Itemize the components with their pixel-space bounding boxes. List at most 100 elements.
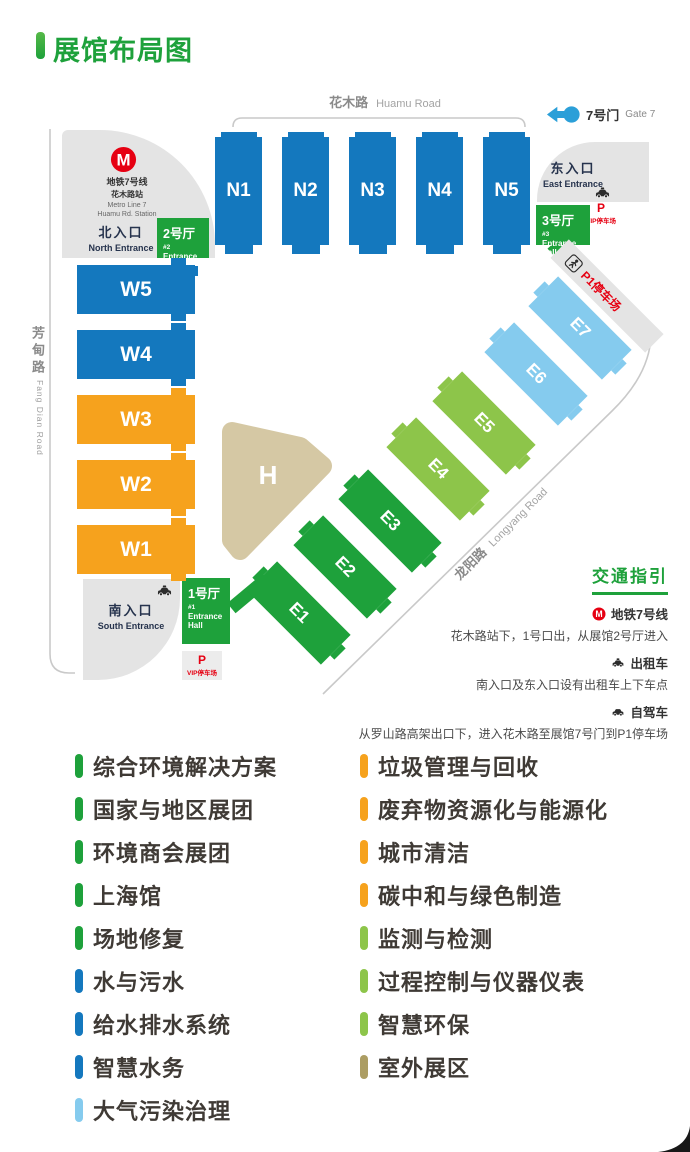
- traffic-guide-header: 出租车: [611, 653, 668, 672]
- legend-item: 环境商会展团: [75, 840, 277, 866]
- hall-label: N4: [427, 180, 452, 201]
- vip-parking-label: VIP停车场: [187, 670, 217, 678]
- legend-item-label: 大气污染治理: [93, 1099, 232, 1124]
- legend-item: 水与污水: [75, 969, 277, 995]
- vip-parking-south: P VIP停车场: [182, 651, 222, 680]
- legend-item: 场地修复: [75, 926, 277, 952]
- parking-p: P: [596, 201, 605, 215]
- metro-icon: [592, 607, 606, 621]
- hall-n1: N1: [215, 137, 262, 245]
- traffic-guide-header: 地铁7号线: [592, 604, 668, 623]
- east-entrance-zh: 东入口: [550, 161, 596, 176]
- north-entrance-en: North Entrance: [88, 243, 154, 253]
- hall2-num: #2: [163, 244, 171, 251]
- traffic-guide: 交通指引 地铁7号线 花木路站下，1号口出，从展馆2号厅进入 出租车 南入口及东…: [338, 562, 668, 742]
- hall-label: W4: [120, 342, 152, 366]
- legend-color-bar: [75, 926, 83, 950]
- legend-color-bar: [360, 926, 368, 950]
- hall-label: N5: [494, 180, 519, 201]
- hall-w5: W5: [77, 258, 195, 321]
- legend-color-bar: [360, 840, 368, 864]
- legend-item-label: 过程控制与仪器仪表: [378, 970, 586, 995]
- hall3-en: Entrance Hall: [542, 239, 577, 257]
- legend-item: 国家与地区展团: [75, 797, 277, 823]
- legend-color-bar: [75, 1012, 83, 1036]
- parking-p: P: [197, 653, 206, 667]
- legend-column-left: 综合环境解决方案 国家与地区展团 环境商会展团 上海馆 场地修复 水与污水 给水…: [75, 754, 277, 1124]
- legend-color-bar: [75, 840, 83, 864]
- hall-label: N3: [360, 180, 385, 201]
- entrance-hall-3: 3号厅 #3 Entrance Hall: [536, 205, 590, 257]
- hall-w4: W4: [77, 323, 195, 386]
- hall-h-shape: [222, 422, 332, 560]
- hall-label: E1: [285, 598, 314, 627]
- legend-color-bar: [75, 1098, 83, 1122]
- fangdian-road-en: Fang Dian Road: [35, 380, 45, 456]
- hall-n5: N5: [483, 137, 530, 245]
- legend-item-label: 国家与地区展团: [93, 798, 255, 823]
- traffic-guide-items: 地铁7号线 花木路站下，1号口出，从展馆2号厅进入 出租车 南入口及东入口设有出…: [359, 595, 668, 742]
- metro-station-zh: 花木路站: [111, 190, 143, 199]
- traffic-guide-title: 交通指引: [592, 562, 668, 595]
- legend-item-label: 城市清洁: [378, 841, 471, 866]
- taxi-icon: [156, 585, 173, 597]
- metro-logo-icon: [110, 146, 137, 173]
- legend-item-label: 垃圾管理与回收: [378, 755, 540, 780]
- legend-item: 智慧环保: [360, 1012, 608, 1038]
- traffic-guide-desc: 从罗山路高架出口下，进入花木路至展馆7号门到P1停车场: [358, 727, 668, 741]
- legend-item: 室外展区: [360, 1055, 608, 1081]
- legend-item: 智慧水务: [75, 1055, 277, 1081]
- legend-item: 综合环境解决方案: [75, 754, 277, 780]
- hall-label: N2: [293, 180, 318, 201]
- traffic-guide-item: 地铁7号线 花木路站下，1号口出，从展馆2号厅进入: [451, 604, 668, 644]
- hall-w1: W1: [77, 518, 195, 581]
- hall-label: E6: [522, 359, 551, 388]
- gate7-marker: 7号门 Gate 7: [546, 105, 655, 124]
- legend-item: 废弃物资源化与能源化: [360, 797, 608, 823]
- legend-item: 碳中和与绿色制造: [360, 883, 608, 909]
- legend-color-bar: [360, 969, 368, 993]
- traffic-guide-item: 自驾车 从罗山路高架出口下，进入花木路至展馆7号门到P1停车场: [359, 702, 668, 742]
- metro-station-label: 地铁7号线 花木路站 Metro Line 7 Huamu Rd. Statio…: [77, 175, 177, 218]
- hall-n2: N2: [282, 137, 329, 245]
- legend-color-bar: [75, 797, 83, 821]
- pedestrian-icon: [564, 253, 585, 274]
- traffic-guide-header-text: 自驾车: [630, 706, 668, 720]
- legend-item-label: 智慧水务: [93, 1056, 186, 1081]
- hall-label: E4: [424, 454, 453, 483]
- hall1-num: #1: [188, 604, 196, 611]
- legend-color-bar: [360, 754, 368, 778]
- fangdian-road-zh: 芳甸路: [30, 326, 45, 377]
- fangdian-road-line: [49, 129, 75, 674]
- south-entrance-zh: 南入口: [108, 603, 154, 618]
- huamu-road-zh: 花木路: [329, 95, 369, 110]
- traffic-guide-header-text: 地铁7号线: [611, 608, 668, 622]
- traffic-guide-header-text: 出租车: [630, 657, 668, 671]
- title-accent-bar: [36, 32, 45, 59]
- legend-item: 给水排水系统: [75, 1012, 277, 1038]
- huamu-road-label: 花木路 Huamu Road: [280, 92, 490, 111]
- legend-item-label: 智慧环保: [378, 1013, 471, 1038]
- hall-label: E5: [470, 408, 499, 437]
- hall-w2: W2: [77, 453, 195, 516]
- hall-w3: W3: [77, 388, 195, 451]
- car-icon: [611, 705, 625, 719]
- legend-color-bar: [75, 883, 83, 907]
- gate-arrow-icon: [546, 105, 580, 124]
- legend-item-label: 碳中和与绿色制造: [378, 884, 563, 909]
- legend-item-label: 监测与检测: [378, 927, 494, 952]
- vip-parking-label: VIP停车场: [586, 218, 616, 226]
- gate7-label-zh: 7号门: [586, 108, 620, 123]
- taxi-icon: [594, 187, 611, 199]
- legend-color-bar: [75, 969, 83, 993]
- hall-n4: N4: [416, 137, 463, 245]
- south-entrance-label: 南入口 South Entrance: [81, 600, 181, 631]
- hall-n3: N3: [349, 137, 396, 245]
- entrance-hall-1: 1号厅 #1 Entrance Hall: [182, 578, 230, 644]
- huamu-road-en: Huamu Road: [376, 98, 441, 110]
- hall-label: W2: [120, 472, 152, 496]
- legend-item: 垃圾管理与回收: [360, 754, 608, 780]
- legend-color-bar: [360, 797, 368, 821]
- entrance-hall-2: 2号厅 #2 Entrance Hall: [157, 218, 209, 270]
- east-entrance-label: 东入口 East Entrance: [523, 158, 623, 189]
